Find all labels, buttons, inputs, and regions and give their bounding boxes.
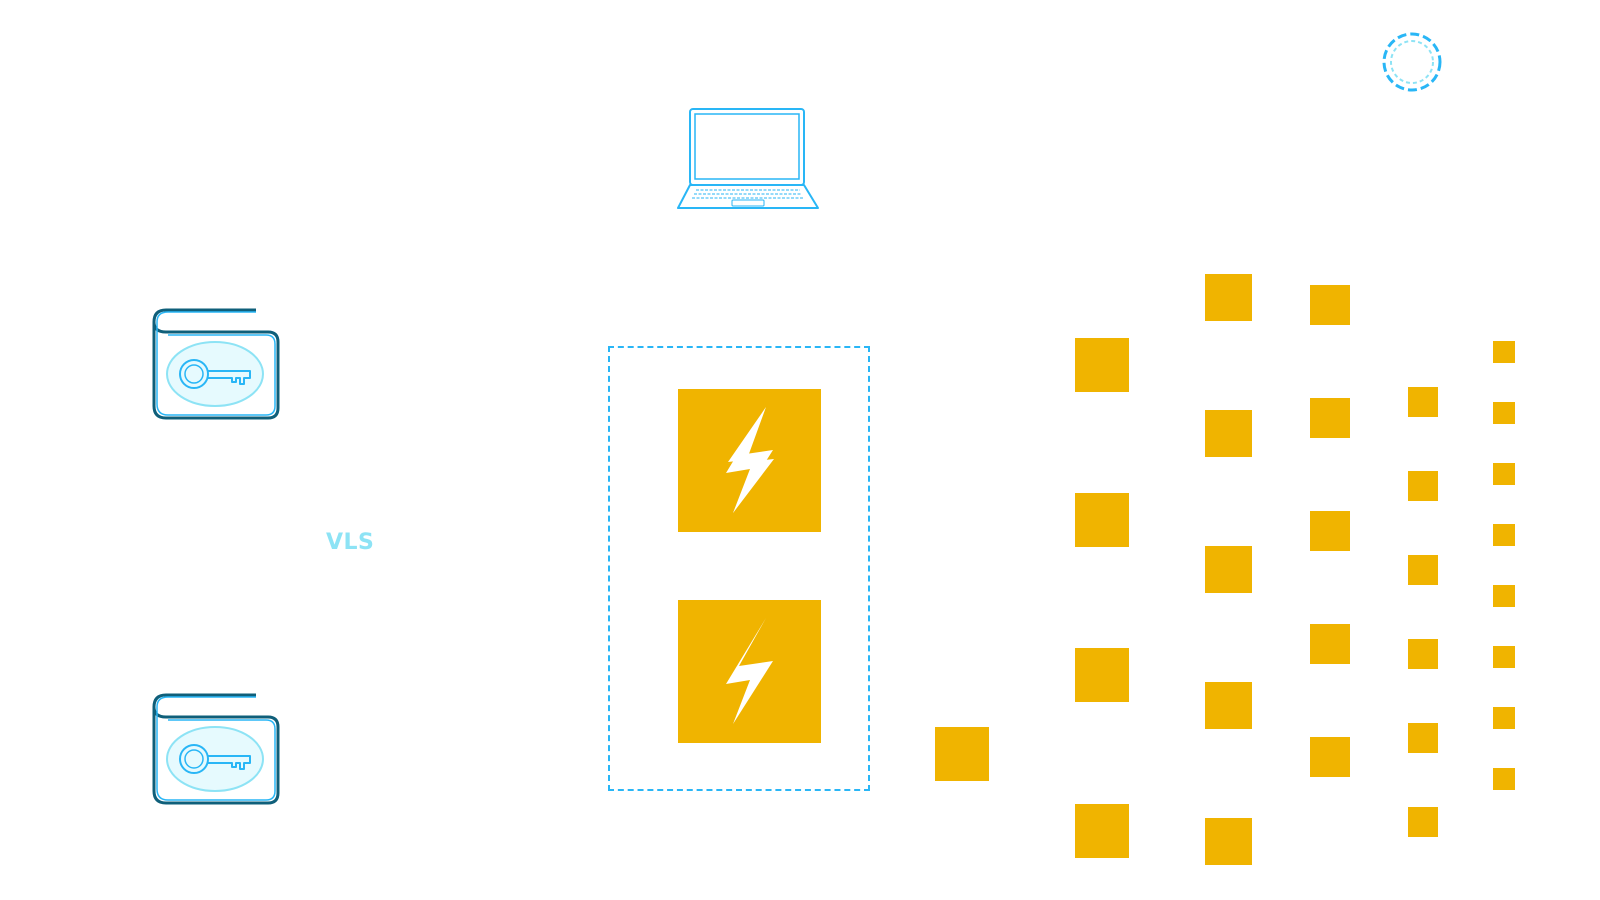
network-node bbox=[1408, 723, 1438, 753]
lightning-node-group bbox=[608, 346, 870, 791]
network-node bbox=[1493, 646, 1515, 668]
network-node bbox=[1205, 546, 1252, 593]
network-node bbox=[1493, 768, 1515, 790]
network-node bbox=[1493, 402, 1515, 424]
network-node bbox=[1310, 285, 1350, 325]
network-node bbox=[1310, 624, 1350, 664]
network-node bbox=[1493, 707, 1515, 729]
network-node bbox=[1408, 807, 1438, 837]
network-node bbox=[1493, 463, 1515, 485]
network-node bbox=[1408, 387, 1438, 417]
network-node bbox=[1075, 648, 1129, 702]
network-node bbox=[1205, 274, 1252, 321]
network-node bbox=[1493, 341, 1515, 363]
network-node bbox=[935, 727, 989, 781]
dashed-circle-icon bbox=[1382, 32, 1442, 92]
network-node bbox=[1205, 682, 1252, 729]
lightning-bolt-icon bbox=[678, 389, 821, 532]
network-node bbox=[1310, 511, 1350, 551]
network-node bbox=[1205, 818, 1252, 865]
network-node bbox=[1205, 410, 1252, 457]
network-node bbox=[1408, 555, 1438, 585]
network-node bbox=[1408, 639, 1438, 669]
network-node bbox=[1075, 338, 1129, 392]
vls-label: VLS bbox=[326, 530, 375, 555]
key-card-icon bbox=[152, 308, 280, 420]
network-node bbox=[1075, 804, 1129, 858]
network-node bbox=[1408, 471, 1438, 501]
network-node bbox=[1075, 493, 1129, 547]
network-node bbox=[1493, 524, 1515, 546]
network-node bbox=[1310, 737, 1350, 777]
network-node bbox=[1310, 398, 1350, 438]
network-node bbox=[1493, 585, 1515, 607]
laptop-icon bbox=[677, 108, 819, 209]
key-card-icon bbox=[152, 693, 280, 805]
lightning-bolt-icon bbox=[678, 600, 821, 743]
